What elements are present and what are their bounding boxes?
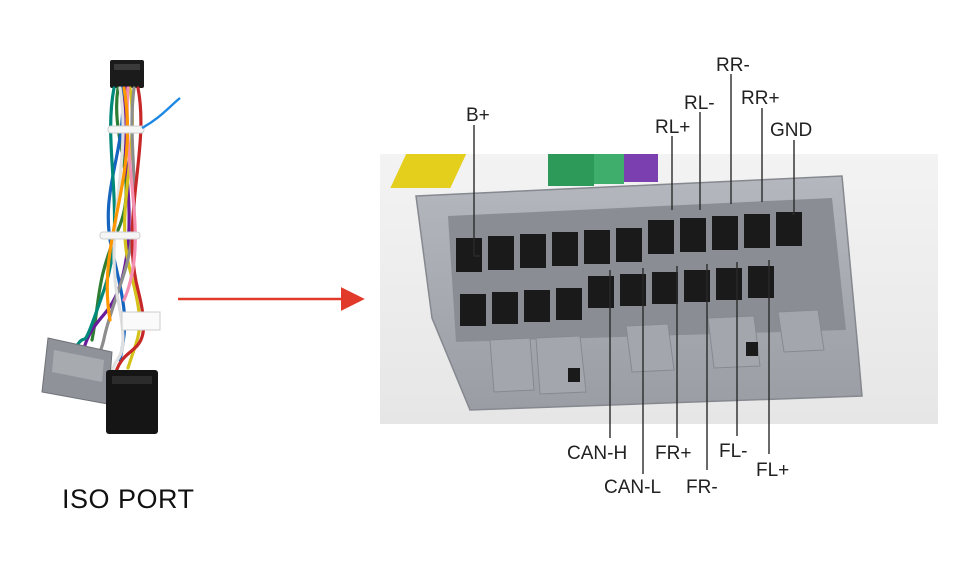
- connector-wires: [390, 154, 658, 188]
- pin-label-fl-minus: FL-: [719, 441, 748, 462]
- pin-row-top: [456, 212, 802, 272]
- pin-label-fl-plus: FL+: [756, 460, 789, 481]
- pin-label-fr-minus: FR-: [686, 477, 718, 498]
- leader-line-gnd: [792, 140, 795, 215]
- pin-label-fr-plus: FR+: [655, 443, 691, 464]
- harness-label-tag: [121, 311, 161, 331]
- pin-label-rr-minus: RR-: [716, 55, 750, 76]
- iso-port-caption: ISO PORT: [62, 484, 195, 514]
- harness-wire-bundle: [76, 86, 146, 380]
- connector-photo: [380, 154, 938, 424]
- pin-label-rl-minus: RL-: [684, 93, 715, 114]
- pin-labels: B+ RL+ RL- RR- RR+ GND CAN-H CAN-L FR+ F…: [466, 55, 812, 498]
- pin-label-can-l: CAN-L: [604, 477, 661, 498]
- wiring-harness-image: [41, 60, 181, 434]
- pin-label-gnd: GND: [770, 120, 812, 141]
- pin-label-rl-plus: RL+: [655, 117, 690, 138]
- pin-label-can-h: CAN-H: [567, 443, 627, 464]
- leader-line-b-plus: [473, 125, 480, 257]
- harness-black-box: [106, 370, 158, 434]
- pin-label-b-plus: B+: [466, 105, 490, 126]
- leader-lines: [473, 74, 795, 474]
- pin-label-rr-plus: RR+: [741, 88, 780, 109]
- pin-row-bottom: [460, 266, 774, 326]
